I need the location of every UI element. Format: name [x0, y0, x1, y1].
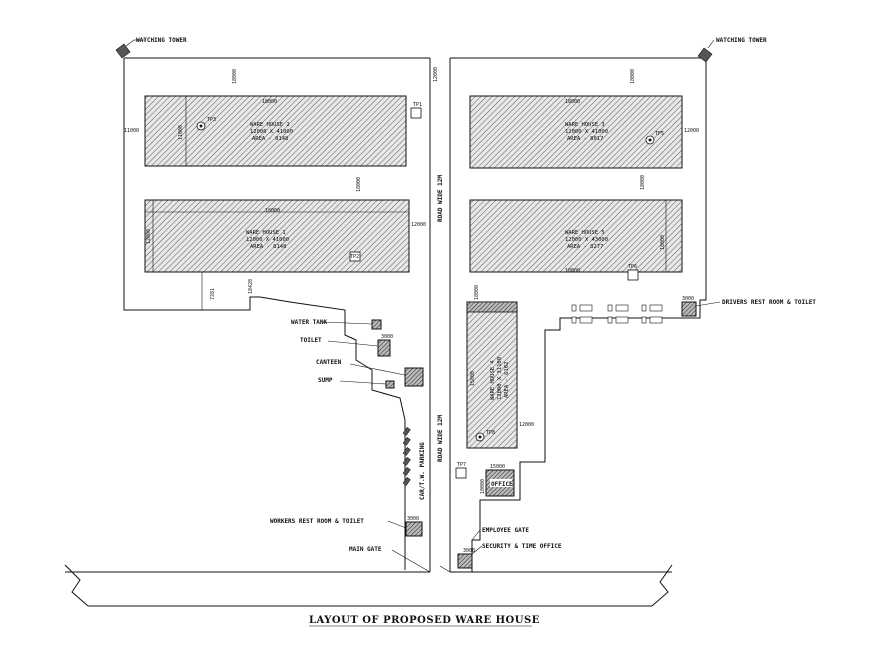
watching-tower-left: WATCHING TOWER	[115, 37, 187, 59]
truck-parking	[571, 304, 663, 324]
dim-top-right: 18000	[630, 69, 636, 84]
main-gate-label: MAIN GATE	[349, 546, 382, 553]
toilet-label: TOILET	[300, 337, 322, 344]
warehouse-4: WARE HOUSE 4 12000 X 31100 AREA - 6102 T…	[466, 285, 534, 449]
dim-road-width: 12000	[433, 67, 439, 82]
tp1-label: TP1	[413, 102, 422, 108]
office-label: OFFICE	[491, 481, 513, 488]
warehouse-5-size: 12000 X 43000	[565, 237, 608, 243]
workers-rest-label: WORKERS REST ROOM & TOILET	[270, 518, 364, 525]
canteen-label: CANTEEN	[316, 359, 342, 366]
workers-rest-room: WORKERS REST ROOM & TOILET 3000	[270, 516, 423, 537]
car-parking: CAR/T.W. PARKING	[402, 427, 426, 500]
warehouse-3-tp: TP5	[655, 131, 664, 137]
title-text: LAYOUT OF PROPOSED WARE HOUSE	[309, 615, 540, 626]
warehouse-1-name: WARE HOUSE 1	[246, 230, 286, 236]
watching-tower-left-label: WATCHING TOWER	[136, 37, 187, 44]
tp7-label: TP7	[457, 462, 466, 468]
watching-tower-right: WATCHING TOWER	[697, 37, 767, 63]
office-dim: 15000	[490, 464, 505, 470]
security-office: SECURITY & TIME OFFICE 3000	[457, 543, 562, 569]
warehouse-1-side: 12000	[411, 222, 426, 228]
water-tank-label: WATER TANK	[291, 319, 328, 326]
warehouse-2-area: AREA - 8148	[252, 136, 288, 142]
wh4-side-dim: 18000	[474, 285, 480, 300]
toilet: TOILET 3000	[300, 334, 393, 357]
workers-dim: 3000	[407, 516, 419, 522]
dim-between-left: 18000	[356, 177, 362, 192]
tp6: TP6	[627, 264, 639, 281]
warehouse-5-area: AREA - 8277	[567, 244, 603, 250]
warehouse-4-size: 12000 X 31100	[497, 357, 503, 400]
canteen: CANTEEN	[316, 359, 424, 387]
ground-line	[64, 564, 673, 607]
warehouse-4-side: 12000	[519, 422, 534, 428]
main-road	[429, 58, 451, 572]
security-dim: 3000	[463, 548, 475, 554]
warehouse-5-name: WARE HOUSE 5	[565, 230, 605, 236]
office: OFFICE 15000 10000	[480, 464, 515, 497]
warehouse-2-width: 18000	[262, 99, 277, 105]
dimension-labels: 18000 18000 18000 18000 11000 12000 1200…	[124, 67, 646, 310]
warehouse-3-name: WARE HOUSE 3	[565, 122, 605, 128]
dim-between-right: 18000	[640, 175, 646, 190]
warehouse-2-side: 11000	[178, 125, 184, 140]
plan-title: LAYOUT OF PROPOSED WARE HOUSE	[309, 615, 540, 627]
dim-top-left: 18000	[232, 69, 238, 84]
dim-gap1: 12000	[146, 229, 152, 244]
warehouse-5-side: 18000	[660, 235, 666, 250]
warehouse-4-area: AREA - 6102	[504, 362, 510, 398]
warehouse-1: WARE HOUSE 1 12000 X 41000 AREA - 8148 T…	[144, 199, 426, 273]
wh4-top-dim: 15000	[470, 371, 476, 386]
parking-label: CAR/T.W. PARKING	[419, 442, 426, 500]
drivers-rest-label: DRIVERS REST ROOM & TOILET	[722, 299, 816, 306]
warehouse-2-name: WARE HOUSE 2	[250, 122, 290, 128]
watching-tower-right-label: WATCHING TOWER	[716, 37, 767, 44]
road-label-upper: ROAD WIDE 12M	[437, 175, 444, 222]
warehouse-4-tp: TP8	[486, 430, 495, 436]
road-label-lower: ROAD WIDE 12M	[437, 415, 444, 462]
warehouse-1-width: 18000	[265, 208, 280, 214]
security-label: SECURITY & TIME OFFICE	[482, 543, 562, 550]
warehouse-1-tp: TP2	[350, 254, 359, 260]
employee-gate-label: EMPLOYEE GATE	[482, 527, 529, 534]
warehouse-5-width: 18000	[565, 268, 580, 274]
warehouse-1-area: AREA - 8148	[250, 244, 286, 250]
drivers-rest-room: DRIVERS REST ROOM & TOILET 3000	[681, 296, 816, 317]
sump-label: SUMP	[318, 377, 333, 384]
warehouse-4-name: WARE HOUSE 4	[490, 360, 496, 400]
warehouse-3-side: 12000	[684, 128, 699, 134]
site-boundary-right	[450, 57, 707, 572]
sump: SUMP	[318, 377, 395, 389]
main-gate: MAIN GATE	[349, 546, 451, 573]
warehouse-3-width: 18000	[565, 99, 580, 105]
warehouse-3-size: 12000 X 41000	[565, 129, 608, 135]
dim-bottom-left: 7281	[210, 288, 216, 300]
employee-gate: EMPLOYEE GATE	[471, 527, 529, 541]
dim-left-margin: 11000	[124, 128, 139, 134]
warehouse-5: WARE HOUSE 5 12000 X 43000 AREA - 8277 1…	[469, 199, 683, 274]
toilet-dim: 3000	[381, 334, 393, 340]
tp7: TP7	[455, 462, 467, 479]
warehouse-2-tp: TP3	[207, 117, 216, 123]
warehouse-1-size: 12000 X 41000	[246, 237, 289, 243]
warehouse-2: WARE HOUSE 2 12000 X 41000 AREA - 8148 T…	[144, 95, 407, 167]
dim-bottom-mid: 18428	[248, 279, 254, 294]
office-side-dim: 10000	[480, 479, 486, 494]
warehouse-3-area: AREA - 8017	[567, 136, 603, 142]
drivers-dim: 3000	[682, 296, 694, 302]
warehouse-3: WARE HOUSE 3 12000 X 41000 AREA - 8017 T…	[469, 95, 699, 169]
tp1: TP1	[410, 102, 422, 119]
warehouse-2-size: 12000 X 41000	[250, 129, 293, 135]
tp6-label: TP6	[628, 264, 637, 270]
site-boundary-left	[123, 57, 430, 570]
water-tank: WATER TANK	[291, 319, 382, 330]
